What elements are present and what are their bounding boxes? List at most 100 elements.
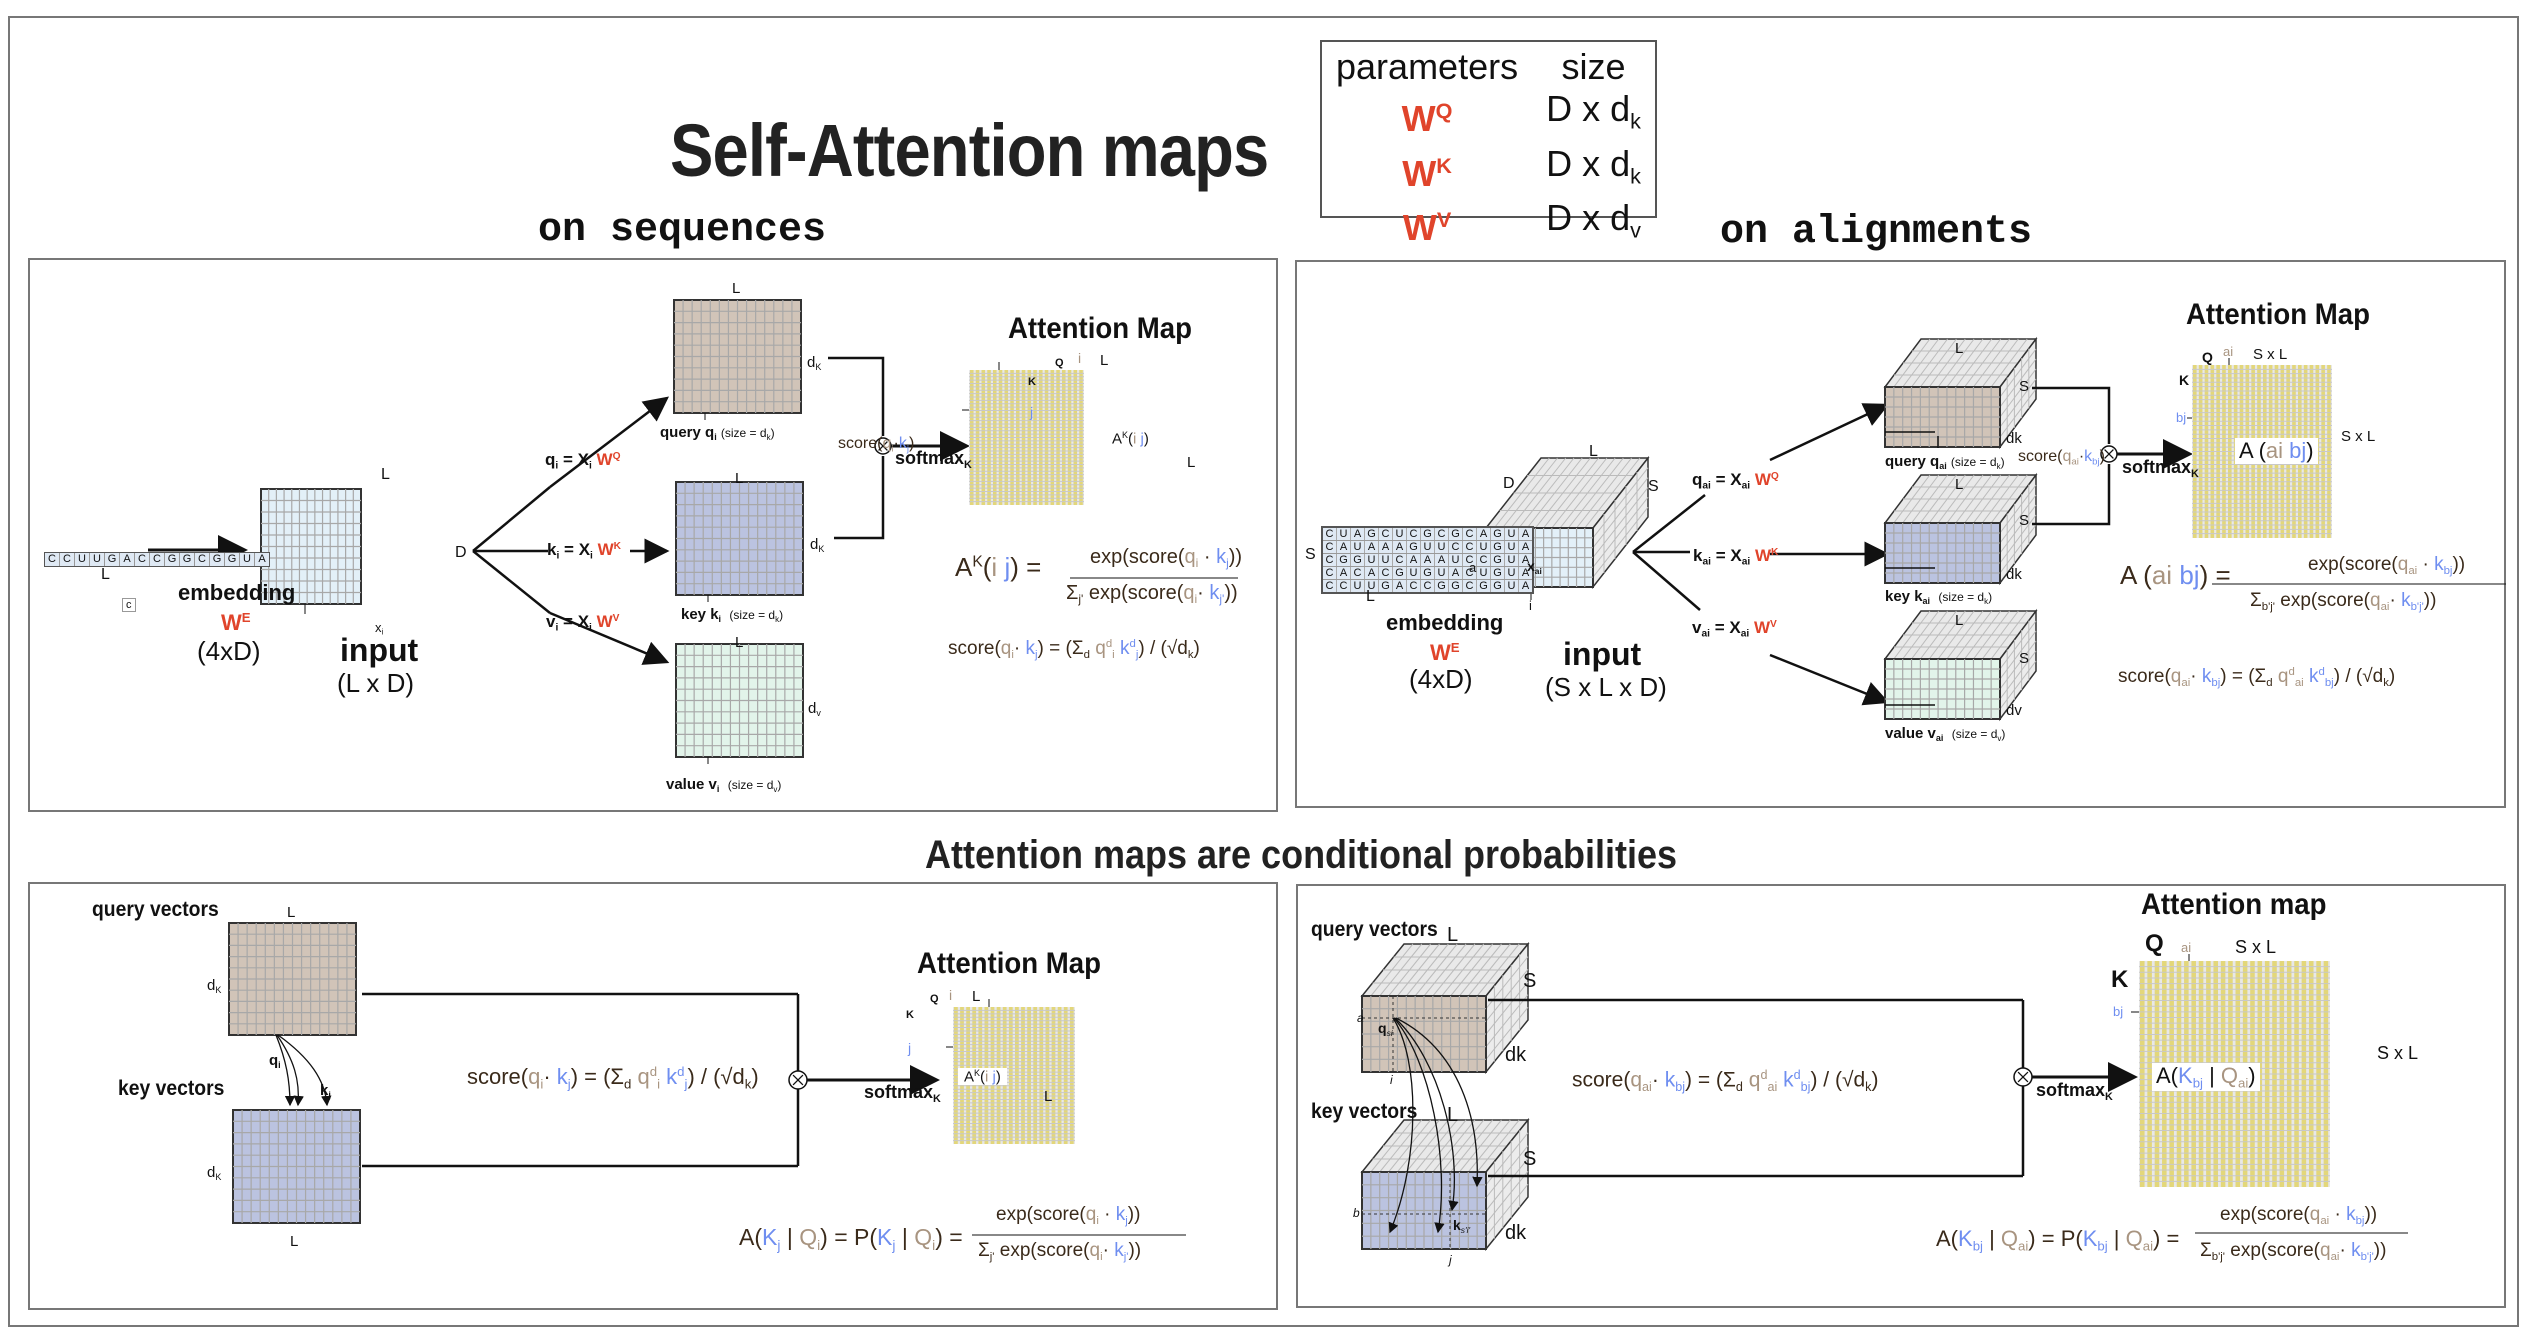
cond-aln-query-top: L bbox=[1447, 924, 1459, 946]
nucleotide: A bbox=[1521, 567, 1530, 579]
params-header-parameters: parameters bbox=[1336, 46, 1519, 87]
cond-aln-b: b bbox=[1353, 1206, 1360, 1220]
cf-K2: K bbox=[877, 1224, 893, 1250]
cube-value-top: L bbox=[1955, 612, 1964, 629]
branch-q-line bbox=[472, 486, 551, 552]
cube-x-label: xai bbox=[1527, 558, 1542, 576]
eq-sub: ai bbox=[1701, 628, 1710, 640]
embedding-label-aln: embedding bbox=[1386, 610, 1504, 635]
eq-k-aln: kai = Xai WK bbox=[1693, 546, 1778, 568]
branch-q-arrow bbox=[549, 396, 669, 488]
cond-key-side: dK bbox=[207, 1164, 221, 1182]
cell-j: j bbox=[992, 1068, 996, 1086]
nucleotide: A bbox=[1365, 567, 1379, 579]
fs-sum-sub: d bbox=[2266, 676, 2273, 689]
cf-Q-sub: ai bbox=[2018, 1238, 2029, 1254]
cond-key-cube-gridline bbox=[1485, 1145, 1529, 1198]
param-sup: Q bbox=[1435, 98, 1453, 124]
fa-den-sigma-sub: b'j' bbox=[2261, 600, 2275, 613]
fs-tail: ) / (√d bbox=[1138, 638, 1188, 659]
side-sub: K bbox=[818, 544, 825, 555]
nucleotide: U bbox=[1505, 567, 1519, 579]
softmax-text: softmax bbox=[864, 1082, 934, 1102]
fs-tail-sub: k bbox=[2383, 676, 2389, 689]
softmax-sub: K bbox=[933, 1092, 941, 1105]
x-label: x bbox=[1527, 558, 1535, 574]
cn-q-sub: ai bbox=[2320, 1214, 2330, 1227]
cf-bar2: | bbox=[901, 1224, 908, 1250]
map-j-label: j bbox=[1030, 404, 1034, 420]
cond-q-arrow bbox=[276, 1034, 304, 1107]
side-sub: K bbox=[215, 985, 222, 996]
nucleotide: A bbox=[1393, 580, 1407, 592]
q-vec-sub: si bbox=[1386, 1027, 1393, 1038]
cond-prob-formula: A(Kj | Qi) = P(Kj | Qi) = bbox=[739, 1224, 963, 1253]
key-cube-gridline bbox=[1999, 514, 2037, 564]
alignment-col-label: L bbox=[1366, 588, 1375, 605]
eq-v-aln: vai = Xai WV bbox=[1692, 618, 1777, 640]
fa-den-sigma: Σ bbox=[2250, 590, 2262, 611]
cond-aln-score-formula: score(qai· kbj) = (Σd qdai kdbj) / (√dk) bbox=[1572, 1068, 1879, 1094]
fa-i: i bbox=[991, 552, 998, 582]
fs-kd-sub: bj bbox=[2324, 676, 2334, 689]
query-cube-gridline bbox=[1999, 358, 2037, 408]
x-sub: ai bbox=[1534, 565, 1542, 576]
size-note: (size = d bbox=[727, 778, 774, 792]
side-d: d bbox=[207, 1164, 216, 1181]
cond-aln-prob-formula: A(Kbj | Qai) = P(Kbj | Qai) = bbox=[1936, 1226, 2180, 1254]
param-size: D x d bbox=[1546, 197, 1631, 239]
nucleotide: C bbox=[1407, 528, 1421, 540]
cond-aln-map-top: S x L bbox=[2235, 937, 2277, 957]
nucleotide: U bbox=[1505, 554, 1519, 566]
fa-num-k-sub: bj bbox=[2443, 564, 2453, 577]
cube-a-label: a bbox=[1469, 560, 1477, 575]
fa-close: ) = bbox=[2199, 560, 2231, 590]
caption-word: value bbox=[1885, 725, 1924, 742]
nucleotide: U bbox=[1393, 528, 1407, 540]
cube-query-depth: dk bbox=[2006, 430, 2022, 447]
key-to-mult bbox=[834, 456, 885, 540]
heading-conditional: Attention maps are conditional probabili… bbox=[925, 833, 1678, 877]
eq-mid: = X bbox=[1714, 618, 1741, 637]
eq-w: W bbox=[596, 450, 613, 469]
nucleotide: U bbox=[1435, 567, 1449, 579]
cond-aln-key-depth: dk bbox=[1505, 1222, 1527, 1244]
eq-w: W bbox=[1753, 618, 1770, 637]
fa-lhs: A bbox=[955, 552, 973, 582]
cond-aln-multiply-icon-x bbox=[2017, 1071, 2029, 1083]
nucleotide: C bbox=[1407, 580, 1421, 592]
fs-q-sub: i bbox=[1011, 648, 1014, 661]
score-q: q bbox=[882, 435, 892, 452]
nucleotide: C bbox=[1477, 554, 1491, 566]
fs-qd: q bbox=[1095, 638, 1106, 659]
size-note-sub: k bbox=[1996, 461, 2001, 471]
nucleotide: U bbox=[1351, 541, 1365, 553]
cond-key-cube-gridline bbox=[1485, 1171, 1529, 1224]
fs-kd-sup: d bbox=[1129, 638, 1136, 651]
formula-denominator-seq: Σj' exp(score(qi· kj')) bbox=[1066, 582, 1238, 607]
cube-key-top: L bbox=[1955, 476, 1964, 493]
caption-vec-sub: i bbox=[716, 784, 720, 795]
map-i-label-aln: ai bbox=[2223, 344, 2234, 359]
params-header-size: size bbox=[1561, 46, 1626, 87]
key-cube-gridline bbox=[1999, 494, 2037, 544]
eq-w: W bbox=[1754, 546, 1771, 565]
fs-q-sub: i bbox=[540, 1076, 544, 1092]
nucleotide: A bbox=[1435, 554, 1449, 566]
cond-aln-map-side: S x L bbox=[2377, 1043, 2419, 1063]
nucleotide: C bbox=[1323, 541, 1337, 553]
input-vector-label: xi bbox=[375, 620, 383, 637]
nucleotide: C bbox=[60, 553, 75, 566]
x-label: x bbox=[375, 620, 382, 635]
cube-value-depth: dv bbox=[2006, 702, 2022, 719]
cond-q-vec: qi bbox=[269, 1052, 281, 1070]
fa-num-q-sub: i bbox=[1195, 556, 1199, 571]
score-q-sub: i bbox=[891, 443, 894, 455]
nucleotide: G bbox=[1449, 580, 1463, 592]
fa-num-q-sub: ai bbox=[2408, 564, 2418, 577]
query-cube-gridline bbox=[1999, 388, 2037, 438]
score-q-sub: ai bbox=[2071, 456, 2079, 468]
nucleotide: A bbox=[1351, 528, 1365, 540]
cond-aln-map-i: ai bbox=[2181, 940, 2192, 955]
